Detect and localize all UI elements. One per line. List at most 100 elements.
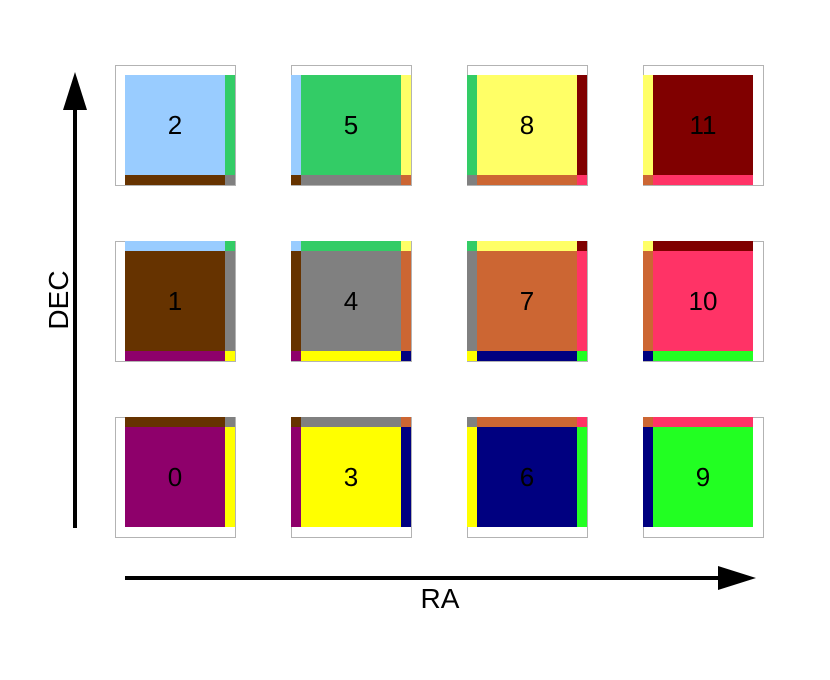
tile-inner	[477, 427, 577, 527]
ra-axis-arrowhead	[718, 566, 756, 590]
tile-label: 5	[344, 110, 358, 140]
tile-corner-bottom-right	[577, 175, 587, 185]
tile-inner	[653, 75, 753, 175]
tile-inner	[125, 427, 225, 527]
dec-axis-arrowhead	[63, 72, 87, 110]
tile-border-top	[301, 417, 401, 427]
tile-label: 9	[696, 462, 710, 492]
tile-corner-top-left	[291, 417, 301, 427]
tile-border-left	[291, 251, 301, 351]
tile-corner-bottom-right	[401, 175, 411, 185]
tile-border-left	[467, 75, 477, 175]
tile-corner-bottom-left	[291, 175, 301, 185]
tile-inner	[477, 251, 577, 351]
tile-border-bottom	[653, 175, 753, 185]
tile-border-left	[291, 75, 301, 175]
tile-2: 2	[115, 65, 236, 186]
tile-border-bottom	[125, 351, 225, 361]
tile-10: 10	[643, 241, 764, 362]
tile-0: 0	[115, 417, 236, 538]
tile-grid: 0 1 2 3 4 5 6 7 8 9 10 11	[115, 65, 764, 538]
tile-corner-top-left	[467, 241, 477, 251]
tile-border-top	[653, 417, 753, 427]
tile-corner-bottom-left	[643, 351, 653, 361]
tile-border-left	[291, 427, 301, 527]
tile-inner	[125, 75, 225, 175]
tile-border-top	[653, 241, 753, 251]
tile-1: 1	[115, 241, 236, 362]
tile-border-right	[401, 427, 411, 527]
tile-border-right	[401, 75, 411, 175]
tile-border-right	[225, 427, 235, 527]
tile-label: 10	[689, 286, 718, 316]
tile-inner	[653, 427, 753, 527]
tile-border-left	[643, 251, 653, 351]
tile-inner	[125, 251, 225, 351]
tile-inner	[653, 251, 753, 351]
tile-corner-top-left	[643, 417, 653, 427]
tile-7: 7	[467, 241, 588, 362]
tile-border-bottom	[653, 351, 753, 361]
tile-inner	[301, 427, 401, 527]
tile-label: 3	[344, 462, 358, 492]
tile-corner-top-right	[577, 241, 587, 251]
tile-corner-bottom-left	[291, 351, 301, 361]
tile-inner	[477, 75, 577, 175]
tile-border-top	[477, 241, 577, 251]
tile-corner-top-right	[401, 241, 411, 251]
tile-corner-bottom-left	[643, 175, 653, 185]
tile-corner-bottom-right	[401, 351, 411, 361]
tile-11: 11	[643, 65, 764, 186]
tile-border-bottom	[477, 175, 577, 185]
tile-border-left	[467, 427, 477, 527]
tile-5: 5	[291, 65, 412, 186]
tile-border-right	[577, 75, 587, 175]
tile-corner-bottom-right	[577, 351, 587, 361]
tile-border-top	[301, 241, 401, 251]
tile-border-right	[577, 427, 587, 527]
tile-corner-top-left	[643, 241, 653, 251]
tile-corner-top-right	[401, 417, 411, 427]
tile-border-top	[477, 417, 577, 427]
tile-border-top	[125, 417, 225, 427]
tile-border-bottom	[477, 351, 577, 361]
tile-border-right	[401, 251, 411, 351]
tile-label: 1	[168, 286, 182, 316]
tile-corner-bottom-right	[225, 351, 235, 361]
tile-corner-top-right	[225, 417, 235, 427]
tile-border-right	[225, 75, 235, 175]
tile-border-bottom	[125, 175, 225, 185]
tile-label: 0	[168, 462, 182, 492]
tile-label: 2	[168, 110, 182, 140]
tile-4: 4	[291, 241, 412, 362]
tile-border-right	[577, 251, 587, 351]
tile-border-left	[467, 251, 477, 351]
tile-inner	[301, 251, 401, 351]
tile-border-top	[125, 241, 225, 251]
tile-corner-top-left	[291, 241, 301, 251]
dec-axis-label: DEC	[43, 270, 74, 329]
tile-border-bottom	[301, 351, 401, 361]
tile-corner-bottom-right	[225, 175, 235, 185]
tile-corner-top-left	[467, 417, 477, 427]
tile-3: 3	[291, 417, 412, 538]
tile-corner-top-right	[225, 241, 235, 251]
tile-label: 4	[344, 286, 358, 316]
tile-label: 6	[520, 462, 534, 492]
tile-label: 7	[520, 286, 534, 316]
tile-inner	[301, 75, 401, 175]
tile-border-right	[225, 251, 235, 351]
tile-border-left	[643, 427, 653, 527]
tile-label: 11	[690, 110, 717, 140]
tile-border-bottom	[301, 175, 401, 185]
tile-border-left	[643, 75, 653, 175]
tile-label: 8	[520, 110, 534, 140]
tile-corner-bottom-left	[467, 351, 477, 361]
ra-axis-label: RA	[421, 583, 460, 614]
tile-9: 9	[643, 417, 764, 538]
tile-corner-top-right	[577, 417, 587, 427]
tile-6: 6	[467, 417, 588, 538]
tile-8: 8	[467, 65, 588, 186]
tile-corner-bottom-left	[467, 175, 477, 185]
